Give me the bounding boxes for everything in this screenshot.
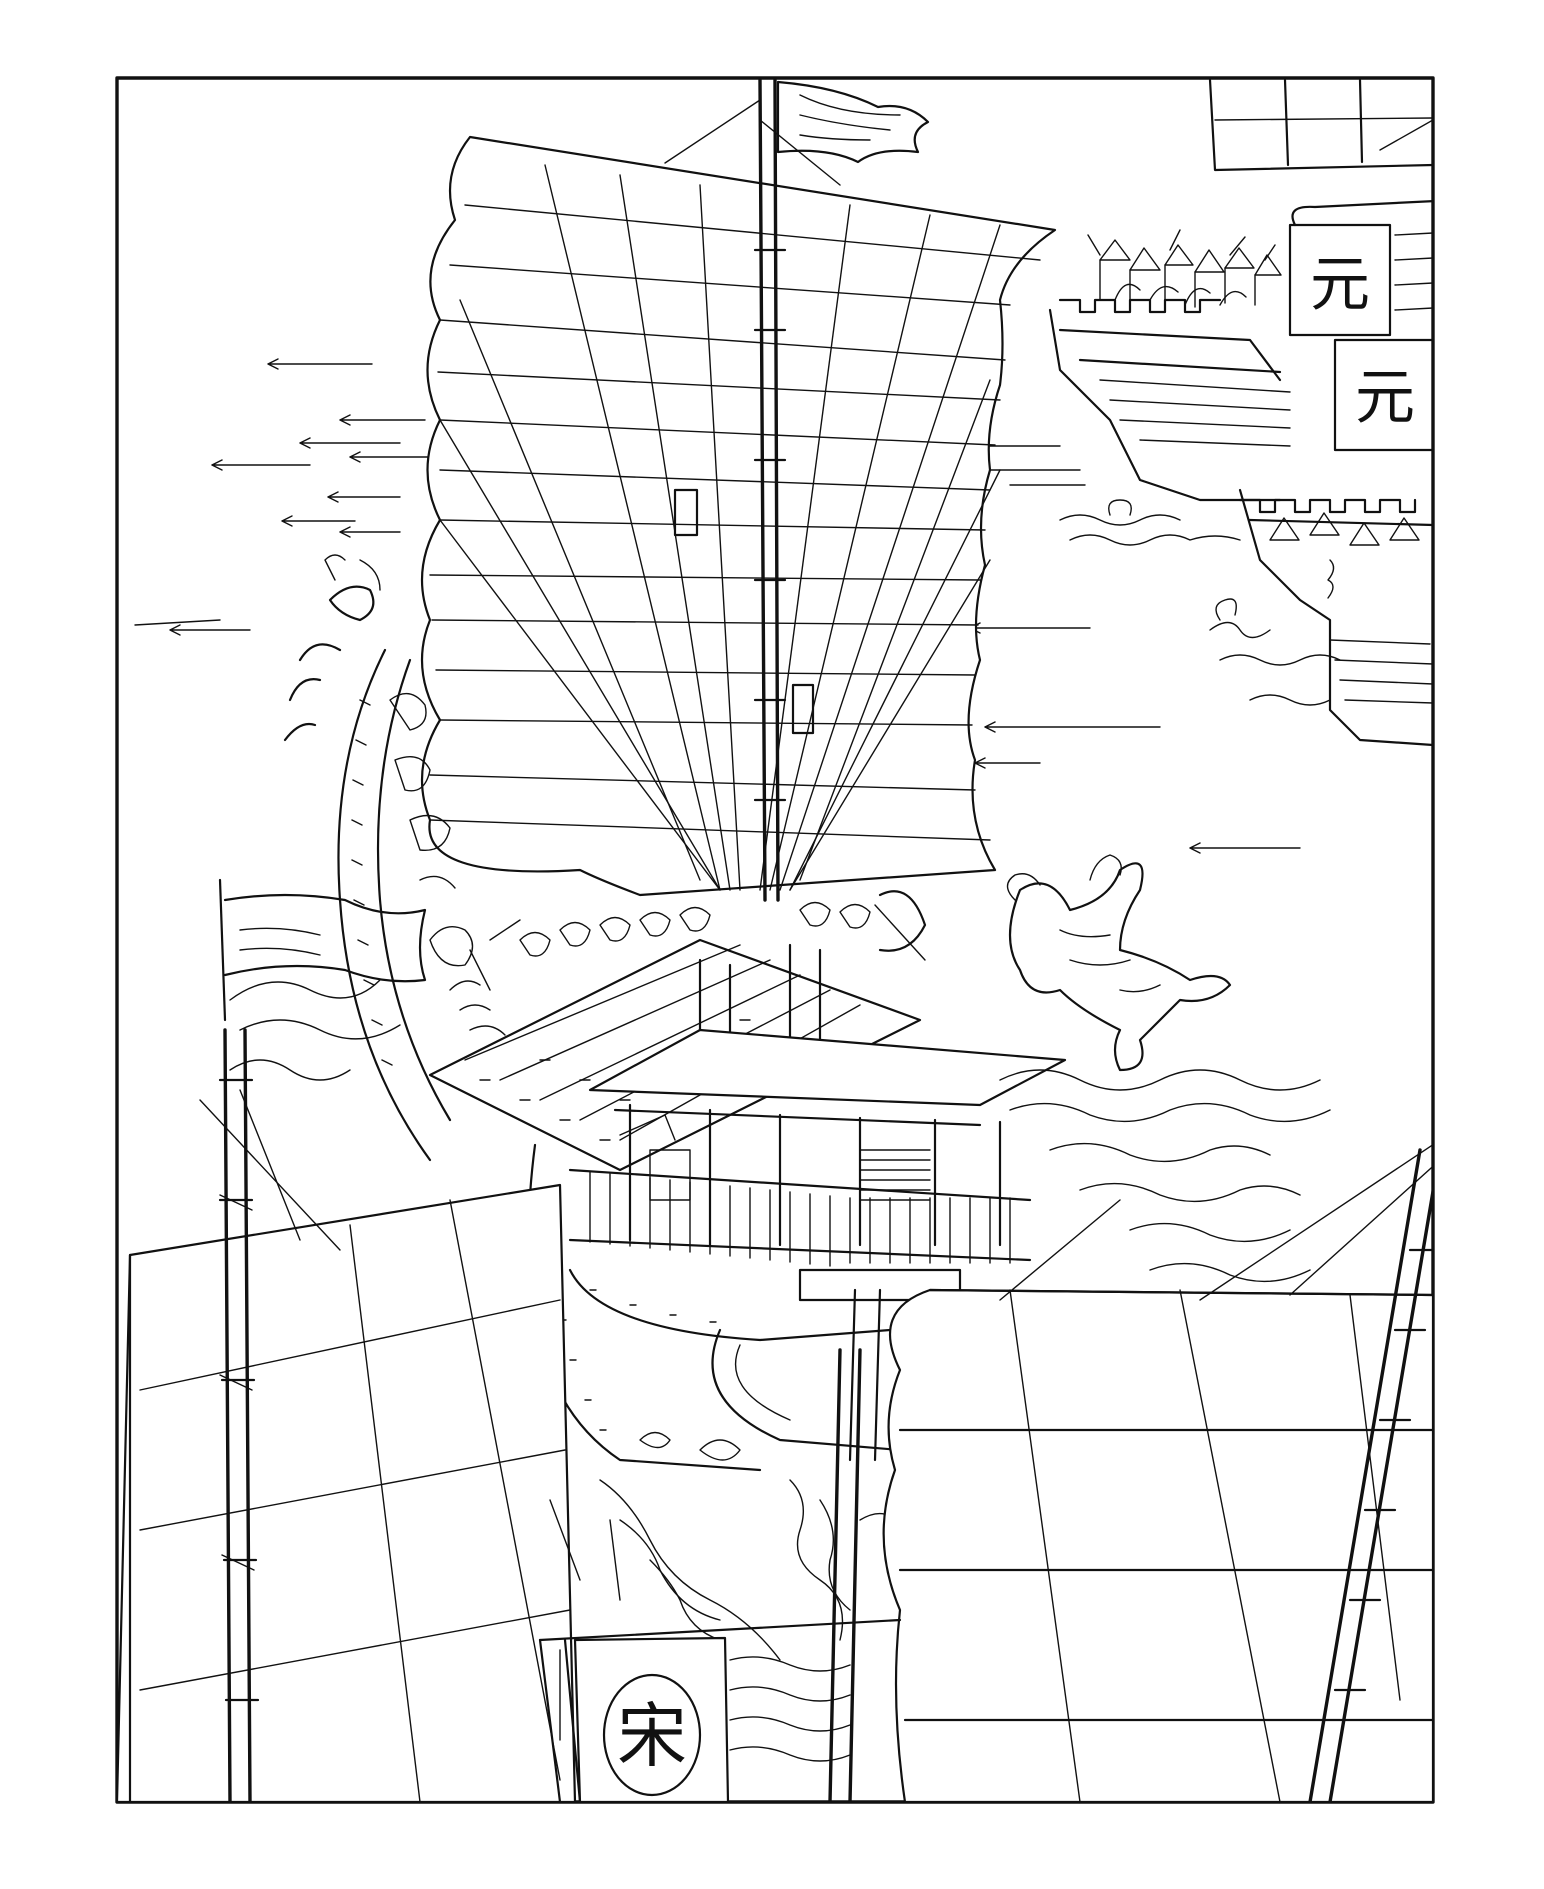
illustration-frame [115, 76, 1435, 1804]
main-warship [420, 78, 1057, 902]
yuan-banner-lower: 元 [1355, 363, 1415, 433]
sea-waves [229, 979, 1331, 1661]
foreground-sail-right [882, 1143, 1433, 1802]
foreground-sail-left [117, 1028, 577, 1802]
falling-warrior [1006, 854, 1232, 1072]
arrow-volley [134, 358, 1301, 854]
song-banner-character: 宋 [617, 1695, 687, 1777]
song-banner: 宋 [573, 1636, 851, 1804]
song-banner-emblem [602, 1673, 702, 1797]
yuan-banner-upper-character: 元 [1310, 250, 1370, 320]
enemy-warship-upper-right [1048, 78, 1433, 747]
left-flag [218, 878, 427, 1022]
yuan-banner-lower-character: 元 [1355, 363, 1415, 433]
yuan-banner-upper: 元 [1310, 250, 1370, 320]
